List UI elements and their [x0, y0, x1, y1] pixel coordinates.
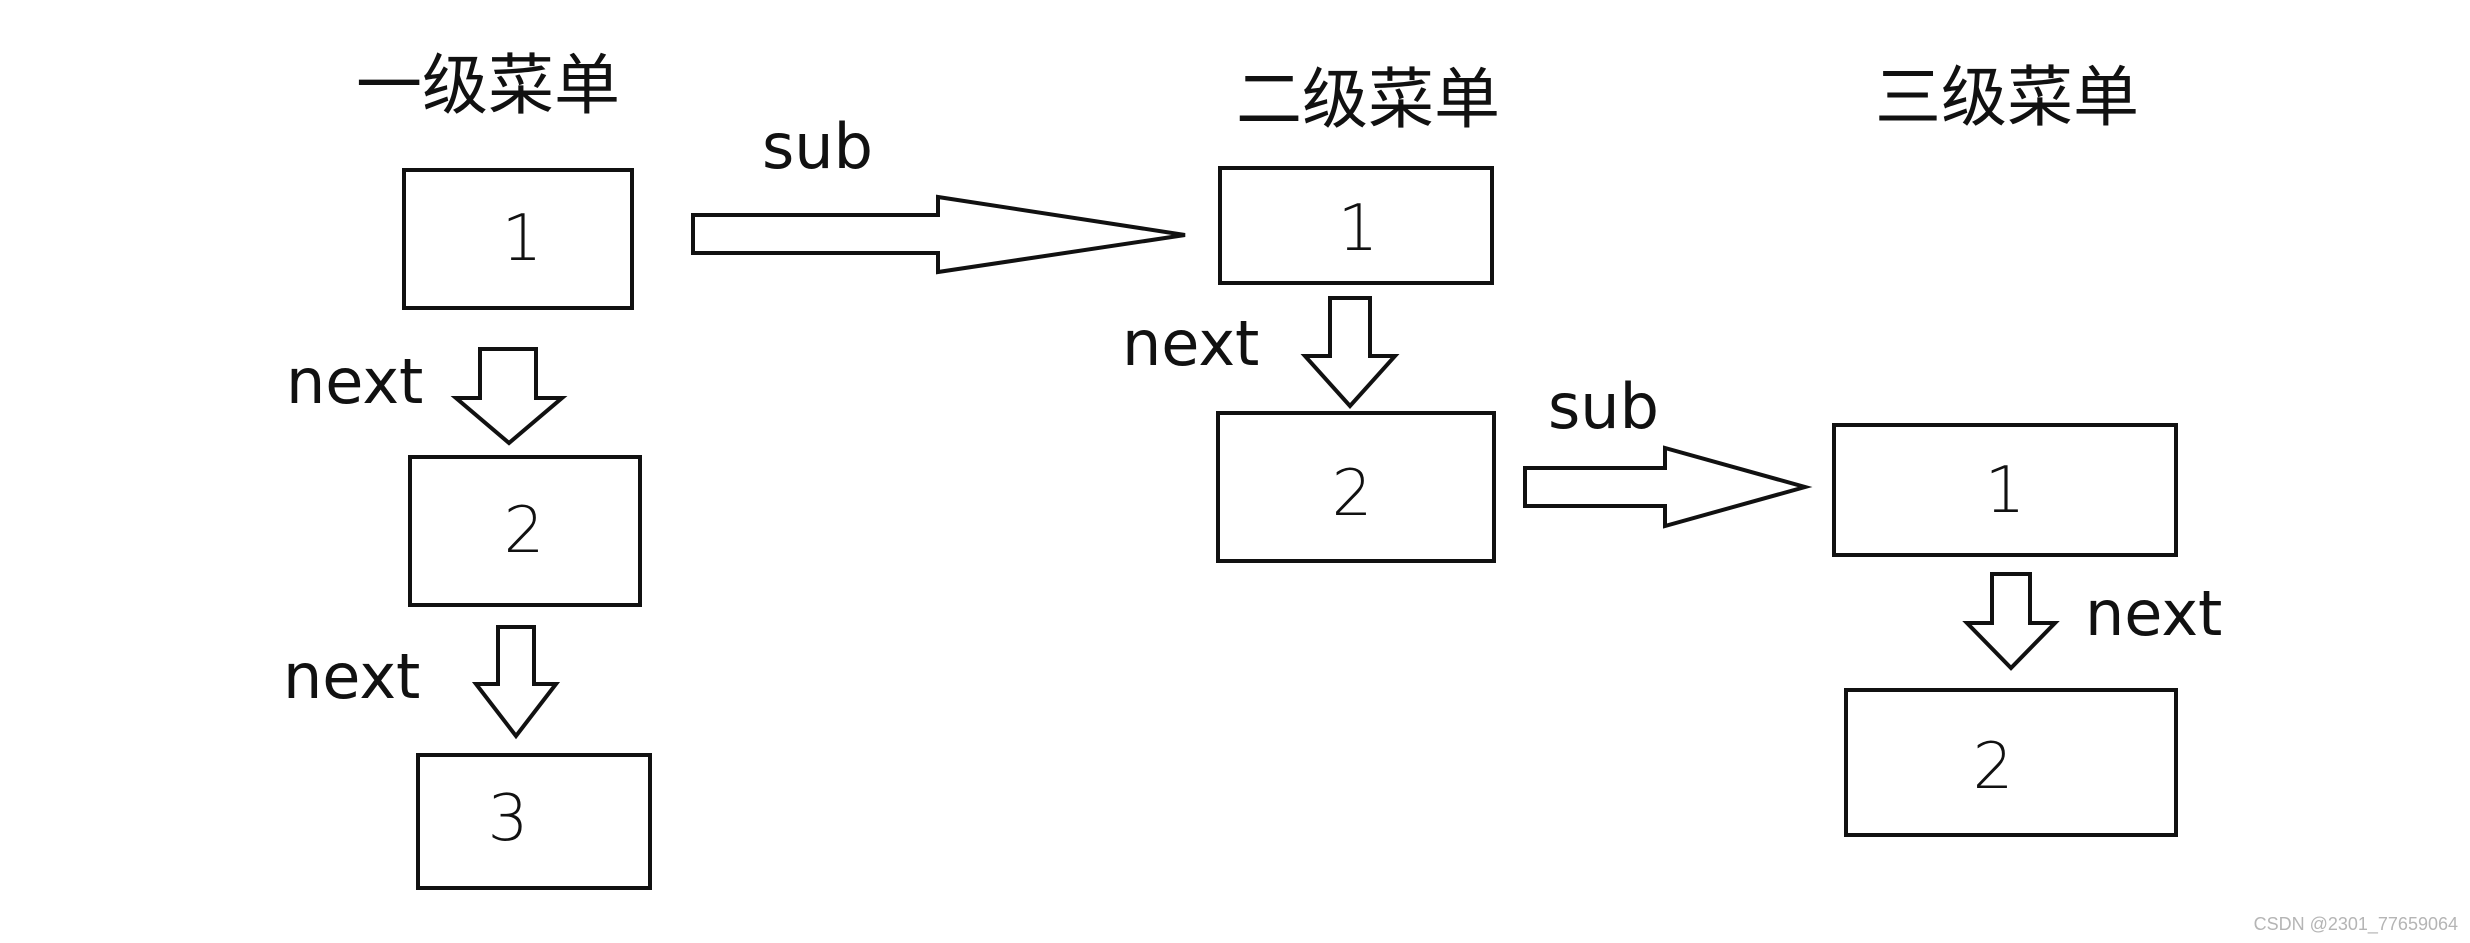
level-1-next-arrow-1	[450, 347, 568, 446]
level-1-next-label-2: next	[283, 640, 420, 713]
level-2-node-2-label: 2	[1332, 457, 1373, 531]
sub-label-1: sub	[762, 110, 873, 183]
level-1-node-2	[408, 455, 642, 607]
sub-label-2: sub	[1548, 370, 1659, 443]
sub-arrow-2	[1523, 445, 1813, 529]
sub-arrow-1	[691, 194, 1186, 275]
level-3-next-label-1: next	[2085, 577, 2222, 650]
level-2-title: 二级菜单	[1236, 61, 1500, 138]
watermark: CSDN @2301_77659064	[2254, 914, 2458, 935]
level-1-node-2-label: 2	[504, 494, 545, 568]
level-1-node-3-label: 3	[488, 782, 529, 856]
level-3-title: 三级菜单	[1875, 59, 2139, 136]
level-3-next-arrow-1	[1962, 572, 2060, 671]
level-2-node-1-label: 1	[1338, 192, 1379, 266]
level-2-node-1	[1218, 166, 1494, 285]
level-3-node-1-label: 1	[1985, 454, 2026, 528]
level-1-node-3	[416, 753, 652, 890]
level-3-node-2-label: 2	[1973, 730, 2014, 804]
level-2-node-2	[1216, 411, 1496, 563]
level-3-node-2	[1844, 688, 2178, 837]
level-1-node-1-label: 1	[502, 202, 543, 276]
level-1-next-arrow-2	[471, 625, 561, 740]
level-1-next-label-1: next	[286, 345, 423, 418]
level-2-next-label-1: next	[1122, 307, 1259, 380]
level-1-title: 一级菜单	[356, 47, 620, 124]
level-3-node-1	[1832, 423, 2178, 557]
level-2-next-arrow-1	[1300, 296, 1400, 409]
level-1-node-1	[402, 168, 634, 310]
